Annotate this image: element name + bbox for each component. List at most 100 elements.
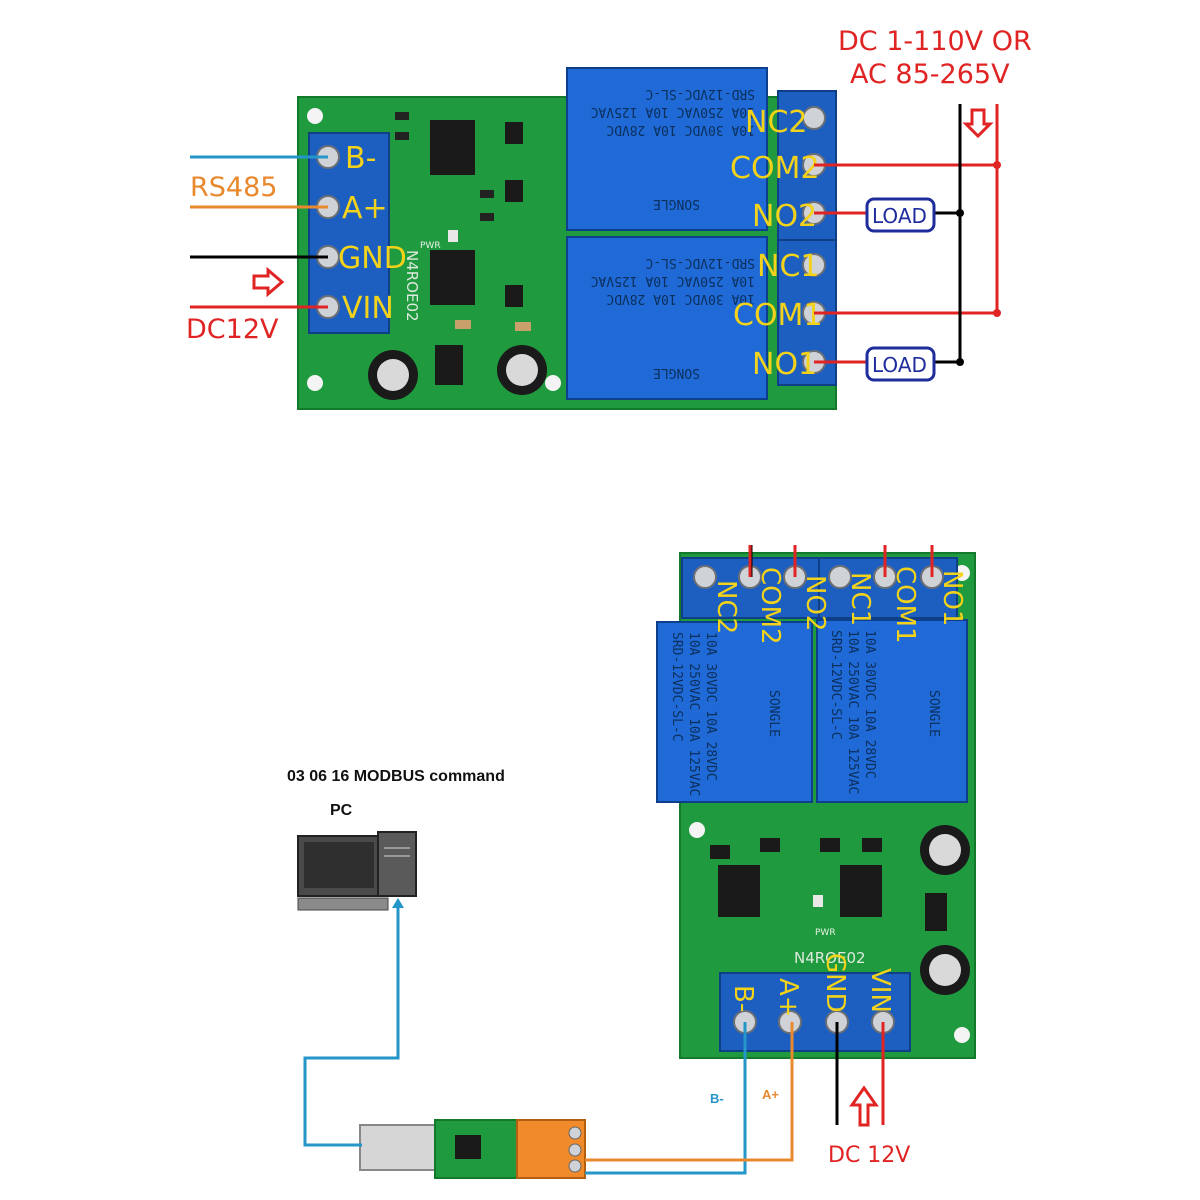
terminal-screw [802,106,826,130]
pin-label-nc1: NC1 [757,249,819,284]
smd-resistor [480,213,494,221]
relay-body [566,236,768,400]
pwr-led [448,230,458,242]
load-label-2: LOAD [872,204,927,228]
terminal-screw [693,565,717,589]
capacitor-top [506,354,538,386]
capacitor-top [929,954,961,986]
pin-label-a-plus: A+ [342,191,388,226]
rs485-label: RS485 [190,172,277,203]
board-id-bottom: N4ROE02 [794,949,866,967]
arrow-right-icon [252,266,285,298]
relay-1-bottom: SRD-12VDC-SL-C 10A 250VAC 10A 125VAC 10A… [816,619,968,803]
relay-brand: SONGLE [766,690,781,737]
relay-model: SRD-12VDC-SL-C [645,255,755,270]
junction-dot [956,358,964,366]
a-plus-caption: A+ [762,1087,779,1102]
relay-body [566,67,768,231]
transistor [710,845,730,859]
arrow-down-icon [962,108,994,139]
ic-chip [718,865,760,917]
ic-chip [435,345,463,385]
smd-resistor [515,322,531,331]
relay-1: SRD-12VDC-SL-C 10A 250VAC 10A 125VAC 10A… [566,236,768,400]
relay-model: SRD-12VDC-SL-C [645,86,755,101]
pwr-led [813,895,823,907]
relay-model: SRD-12VDC-SL-C [828,630,843,740]
pin-label-vin-bottom: VIN [865,968,895,1013]
load-box-1 [865,346,936,382]
wire-blue-usb-cable [303,900,400,1147]
ic-chip [430,120,475,175]
pcb-mount-hole [307,375,323,391]
pin-label-nc2: NC2 [745,105,807,140]
pin-label-vin: VIN [342,291,394,326]
smd-resistor [395,132,409,140]
pin-label-no2: NO2 [752,199,817,234]
dc12v-label: DC12V [186,314,279,345]
b-minus-caption: B- [710,1091,724,1106]
wire-orange-a-plus-bottom [585,1022,794,1162]
terminal-screw [828,565,852,589]
junction-dot [956,209,964,217]
usb-plug [359,1124,436,1171]
pc-caption: PC [330,802,353,819]
relay-brand: SONGLE [653,365,700,380]
modbus-command-caption: 03 06 16 MODBUS command [287,768,505,785]
pin-label-no1-bottom: NO1 [937,570,967,626]
wire-blue-b-minus-bottom [585,1022,747,1175]
ic-chip [840,865,882,917]
usb-terminal-screw [568,1159,582,1173]
ic-chip [430,250,475,305]
pcb-mount-hole [954,1027,970,1043]
smd-resistor [455,320,471,329]
terminal-screw [778,1010,802,1034]
relay-rating: 10A 30VDC 10A 28VDC [862,630,877,779]
smd-resistor [480,190,494,198]
pin-label-com1: COM1 [733,298,823,333]
arrow-up-icon [849,1085,879,1127]
relay-2: SRD-12VDC-SL-C 10A 250VAC 10A 125VAC 10A… [566,67,768,231]
relay-brand: SONGLE [926,690,941,737]
usb-terminal-screw [568,1126,582,1140]
pc-icon [297,831,417,911]
capacitor-top [377,359,409,391]
pin-label-b-minus-bottom: B- [728,985,758,1012]
pin-label-com1-bottom: COM1 [890,566,920,644]
terminal-screw [802,253,826,277]
pcb-mount-hole [307,108,323,124]
power-label-line2: AC 85-265V [850,59,1010,90]
junction-dot [993,161,1001,169]
keyboard [297,897,389,911]
transistor [505,122,523,144]
pcb-mount-hole [689,822,705,838]
pcb-mount-hole [545,375,561,391]
pin-label-com2-bottom: COM2 [755,567,785,645]
pin-label-no2-bottom: NO2 [800,575,830,631]
transistor [505,285,523,307]
relay-body [656,621,813,803]
relay-rating: 10A 30VDC 10A 28VDC [703,632,718,781]
dc12v-label-bottom: DC 12V [828,1143,910,1168]
pwr-mark-bottom: PWR [815,928,836,938]
pin-label-a-plus-bottom: A+ [773,978,803,1018]
pin-label-nc1-bottom: NC1 [845,572,875,626]
relay-body [816,619,968,803]
relay-model: SRD-12VDC-SL-C [669,632,684,742]
pin-label-b-minus: B- [345,141,376,176]
relay-rating: 10A 250VAC 10A 125VAC [591,104,755,119]
pin-label-no1: NO1 [752,347,817,382]
junction-dot [993,309,1001,317]
terminal-screws [733,1010,895,1034]
relay-rating: 10A 250VAC 10A 125VAC [591,273,755,288]
pin-label-gnd-bottom: GND [820,953,850,1013]
top-diagram: PWR N4ROE02 SRD-12VDC-SL-C 10A 250VAC 10… [186,26,1032,410]
relay-rating: 10A 30VDC 10A 28VDC [606,122,755,137]
pin-label-com2: COM2 [730,151,820,186]
pin-label-nc2-bottom: NC2 [711,580,741,634]
board-id: N4ROE02 [403,250,421,322]
tower [377,831,417,897]
ic-chip [925,893,947,931]
bottom-diagram: SRD-12VDC-SL-C 10A 250VAC 10A 125VAC 10A… [287,545,976,1179]
